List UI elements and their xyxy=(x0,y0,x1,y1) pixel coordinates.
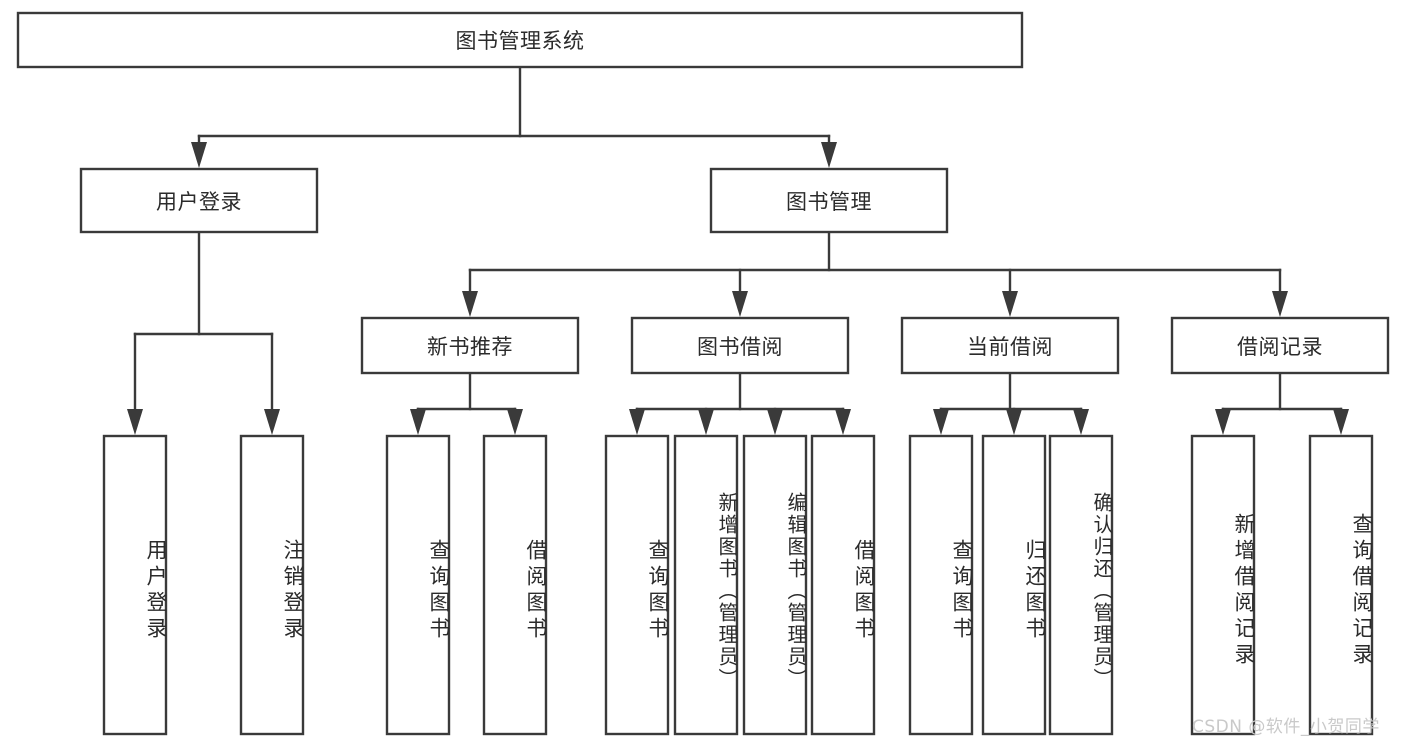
node-leaf-1[interactable] xyxy=(239,434,305,736)
node-leaf-0[interactable] xyxy=(102,434,168,736)
arrow-head-icon xyxy=(127,409,143,435)
node-level2-1[interactable] xyxy=(709,167,949,234)
arrow-head-icon xyxy=(1073,409,1089,435)
arrow-head-icon xyxy=(1272,291,1288,317)
arrow-head-icon xyxy=(835,409,851,435)
node-leaf-12[interactable] xyxy=(1308,434,1374,736)
node-level3-2[interactable] xyxy=(900,316,1120,375)
watermark-text: CSDN @软件_小贺同学 xyxy=(1192,717,1380,737)
arrow-head-icon xyxy=(629,409,645,435)
node-level3-0[interactable] xyxy=(360,316,580,375)
arrow-head-icon xyxy=(933,409,949,435)
node-level3-1[interactable] xyxy=(630,316,850,375)
arrow-head-icon xyxy=(410,409,426,435)
node-leaf-5[interactable] xyxy=(673,434,739,736)
node-leaf-6[interactable] xyxy=(742,434,808,736)
arrow-head-icon xyxy=(821,142,837,168)
arrow-head-icon xyxy=(264,409,280,435)
node-leaf-10[interactable] xyxy=(1048,434,1114,736)
arrow-head-icon xyxy=(462,291,478,317)
node-root[interactable] xyxy=(16,11,1024,69)
arrow-head-icon xyxy=(191,142,207,168)
arrow-head-icon xyxy=(1215,409,1231,435)
box-layer xyxy=(16,11,1390,736)
arrow-head-icon xyxy=(1006,409,1022,435)
node-level3-3[interactable] xyxy=(1170,316,1390,375)
arrow-head-icon xyxy=(698,409,714,435)
node-leaf-9[interactable] xyxy=(981,434,1047,736)
arrow-head-icon xyxy=(767,409,783,435)
node-leaf-7[interactable] xyxy=(810,434,876,736)
arrow-head-icon xyxy=(732,291,748,317)
connector-layer xyxy=(127,65,1349,435)
node-leaf-4[interactable] xyxy=(604,434,670,736)
node-level2-0[interactable] xyxy=(79,167,319,234)
node-leaf-2[interactable] xyxy=(385,434,451,736)
node-leaf-11[interactable] xyxy=(1190,434,1256,736)
arrow-head-icon xyxy=(507,409,523,435)
arrow-head-icon xyxy=(1333,409,1349,435)
node-leaf-3[interactable] xyxy=(482,434,548,736)
arrow-head-icon xyxy=(1002,291,1018,317)
node-leaf-8[interactable] xyxy=(908,434,974,736)
